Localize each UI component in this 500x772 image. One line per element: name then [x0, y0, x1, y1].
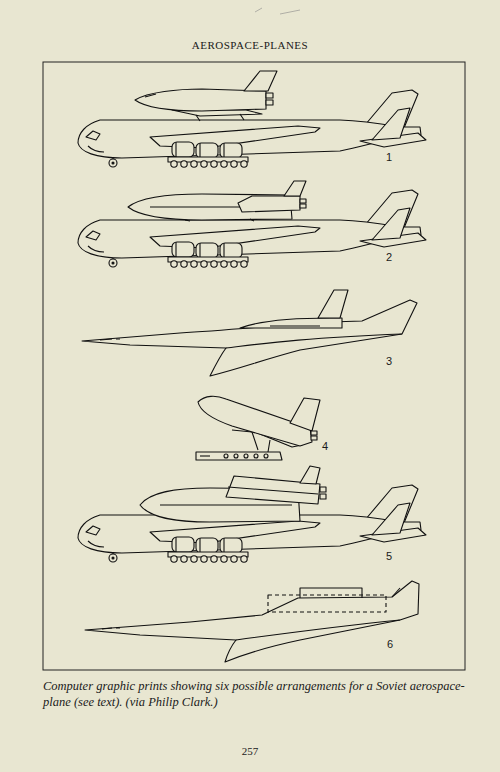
orbiter-on-sled-part: [224, 454, 228, 458]
tank-and-orbiter-part: [320, 487, 326, 492]
carrier-aircraft: [78, 90, 426, 167]
tank-and-orbiter-part: [300, 199, 306, 203]
hypersonic-carrier-part: [270, 325, 320, 326]
page-mark: [255, 8, 300, 14]
tank-and-orbiter-part: [160, 504, 292, 505]
orbiter-on-sled-part: [234, 454, 238, 458]
tank-and-orbiter-part: [284, 181, 306, 196]
tank-and-orbiter-part: [300, 466, 320, 484]
hypersonic-carrier-internal-part: [300, 588, 362, 598]
orbiter-part: [266, 100, 273, 105]
figure-number: 1: [386, 151, 392, 163]
orbiter-part: [145, 94, 156, 97]
tank-and-orbiter-part: [300, 204, 306, 208]
orbiter-on-sled-part: [196, 452, 282, 460]
hypersonic-carrier-internal-part: [236, 620, 400, 640]
orbiter-on-sled-part: [311, 431, 317, 435]
tank-and-orbiter-part: [185, 219, 254, 221]
page-number: 257: [242, 745, 259, 757]
orbiter-on-sled-part: [254, 454, 258, 458]
hypersonic-carrier: [82, 290, 417, 376]
carrier-aircraft: [78, 190, 426, 267]
orbiter-on-sled: [196, 396, 320, 460]
hypersonic-carrier-internal-part: [85, 581, 419, 662]
hypersonic-carrier-part: [100, 339, 120, 340]
hypersonic-carrier-internal-part: [102, 628, 120, 629]
orbiter-part: [244, 71, 277, 91]
orbiter: [135, 71, 277, 121]
hypersonic-carrier-internal-part: [268, 595, 386, 612]
orbiter-part: [135, 89, 266, 111]
orbiter-part: [196, 114, 244, 121]
orbiter-on-sled-part: [200, 455, 210, 456]
figure-caption: Computer graphic prints showing six poss…: [43, 678, 467, 711]
hypersonic-carrier-part: [82, 300, 417, 376]
figure-number: 3: [386, 355, 392, 367]
figure-number: 2: [386, 251, 392, 263]
orbiter-on-sled-part: [264, 454, 268, 458]
hypersonic-carrier-part: [240, 318, 342, 328]
tank-and-orbiter-part: [320, 494, 326, 499]
figure-number: 5: [386, 550, 392, 562]
orbiter-on-sled-part: [244, 454, 248, 458]
hypersonic-carrier-part: [226, 334, 402, 348]
hypersonic-carrier-part: [318, 290, 348, 318]
running-header: AEROSPACE-PLANES: [0, 39, 500, 51]
tank-and-orbiter: [140, 466, 326, 522]
hypersonic-carrier-internal: [85, 581, 419, 662]
orbiter-on-sled-part: [311, 436, 317, 440]
figure-number: 6: [387, 638, 393, 650]
orbiter-on-sled-part: [290, 398, 320, 431]
tank-and-orbiter-part: [238, 196, 300, 212]
tank-and-orbiter: [128, 181, 306, 221]
hypersonic-carrier-internal-part: [392, 588, 400, 597]
orbiter-part: [266, 93, 273, 98]
frame: [43, 62, 465, 670]
figure-number: 4: [322, 440, 328, 452]
tank-and-orbiter-part: [228, 487, 318, 494]
